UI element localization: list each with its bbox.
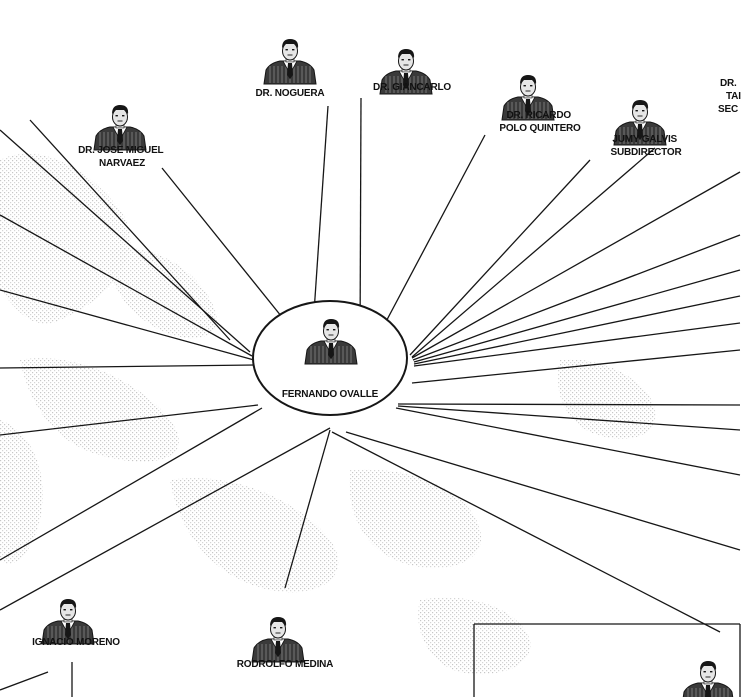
node-label: DR. NOGUERA	[256, 88, 325, 99]
connection-line	[371, 134, 486, 349]
connection-line	[397, 403, 741, 406]
person-icon	[379, 49, 433, 95]
node-partial-right: DR. TAI SEC	[718, 78, 743, 115]
svg-text:DR. JOSE MIGUEL NARVAEZ: DR. JOSE MIGUEL NARVAEZ	[78, 145, 166, 169]
svg-text:RODROLFO MEDINA: RODROLFO MEDINA	[237, 659, 333, 670]
background-texture	[0, 153, 656, 675]
person-icon	[263, 39, 317, 85]
person-icon	[501, 75, 555, 121]
node-label: SUBDIRECTOR	[611, 147, 683, 158]
node-label: JUMY GALVIS	[612, 134, 677, 145]
node-jumy: JUMY GALVIS SUBDIRECTOR	[611, 100, 683, 158]
person-icon	[93, 105, 147, 151]
connection-line	[409, 159, 591, 356]
node-label: RODROLFO MEDINA	[237, 659, 333, 670]
connection-line	[397, 405, 741, 431]
svg-text:DR. RICARDO POLO QUINTER: DR. RICARDO POLO QUINTERO	[499, 110, 581, 134]
node-giancarlo: DR. GIANCARLO	[373, 49, 452, 95]
center-avatar	[304, 319, 358, 365]
svg-text:DR. GIANCARLO: DR. GIANCARLO	[373, 82, 451, 93]
connection-line	[395, 407, 741, 476]
connection-line	[29, 119, 231, 341]
connection-line	[0, 289, 255, 361]
inset-frame	[473, 623, 741, 697]
node-label: DR.	[720, 78, 737, 89]
node-bottom-right	[682, 661, 734, 697]
node-label: POLO QUINTERO	[499, 123, 581, 134]
connection-line	[0, 407, 263, 561]
connection-line	[0, 427, 331, 611]
center-node: FERNANDO OVALLE	[252, 300, 408, 416]
connection-line	[412, 234, 741, 361]
node-label: DR. RICARDO	[506, 110, 571, 121]
connection-line	[284, 429, 331, 589]
connection-line	[413, 269, 741, 363]
connection-line	[411, 349, 741, 384]
svg-text:DR. TAI SEC: DR. TAI SEC	[718, 78, 743, 115]
node-noguera: DR. NOGUERA	[256, 39, 325, 99]
connection-line	[411, 147, 656, 358]
node-label: DR. JOSE MIGUEL	[78, 145, 163, 156]
node-label: TAI	[726, 91, 741, 102]
node-label: IGNACIO MORENO	[32, 637, 120, 648]
person-icon	[41, 599, 95, 645]
connection-line	[0, 404, 259, 436]
person-icon	[251, 617, 305, 663]
connection-line	[0, 364, 257, 369]
node-jose: DR. JOSE MIGUEL NARVAEZ	[78, 105, 166, 169]
node-ricardo: DR. RICARDO POLO QUINTERO	[499, 75, 581, 134]
connection-line	[411, 171, 741, 359]
person-icon	[682, 661, 734, 697]
connection-line	[413, 322, 741, 367]
node-label: NARVAEZ	[99, 158, 145, 169]
connection-line	[0, 214, 253, 357]
person-icon	[613, 100, 667, 146]
partial-strokes	[0, 662, 73, 697]
center-name: FERNANDO OVALLE	[282, 389, 379, 400]
svg-text:DR. NOGUERA: DR. NOGUERA	[256, 88, 325, 99]
connection-line	[0, 129, 251, 353]
node-label: DR. GIANCARLO	[373, 82, 451, 93]
node-rodrolfo: RODROLFO MEDINA	[237, 617, 333, 670]
svg-text:JUMY GALVIS SUBDIRECTOR: JUMY GALVIS SUBDIRECTOR	[611, 134, 683, 158]
node-label: SEC	[718, 104, 738, 115]
connection-line	[331, 431, 721, 633]
connection-line	[413, 295, 741, 365]
node-ignacio: IGNACIO MORENO	[32, 599, 120, 648]
svg-text:IGNACIO MORENO: IGNACIO MORENO	[32, 637, 120, 648]
connection-line	[161, 167, 303, 343]
connection-line	[345, 431, 741, 551]
